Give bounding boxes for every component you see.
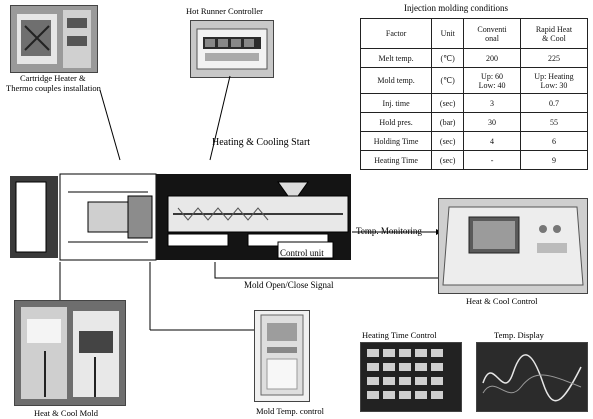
heat-cool-control-label: Heat & Cool Control — [466, 296, 538, 306]
heat-cool-control-photo — [438, 198, 588, 294]
temp-display-label: Temp. Display — [494, 330, 544, 340]
mold-temp-control-label: Mold Temp. control — [256, 406, 324, 416]
temp-display-photo — [476, 342, 588, 412]
temp-monitoring-label: Temp. Monitoring — [356, 226, 422, 236]
heating-time-control-label: Heating Time Control — [362, 330, 437, 340]
mold-temp-control-photo — [254, 310, 310, 402]
heat-cool-mold-photo — [14, 300, 126, 406]
heating-time-control-photo — [360, 342, 462, 412]
mold-signal-label: Mold Open/Close Signal — [244, 280, 334, 290]
heat-cool-mold-label: Heat & Cool Mold — [34, 408, 98, 418]
